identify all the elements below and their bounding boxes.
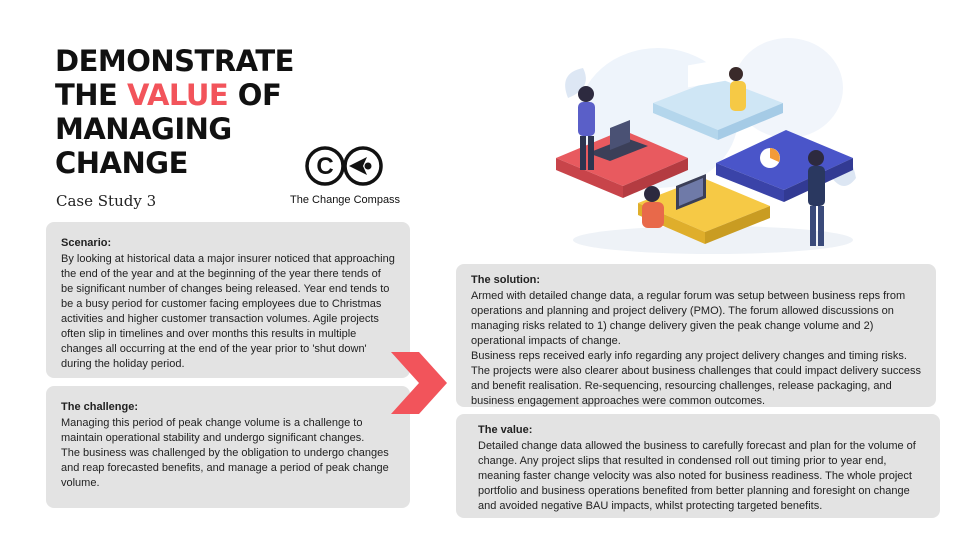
solution-body-2: Business reps received early info regard…: [471, 350, 922, 407]
title-line-1: DEMONSTRATE: [55, 44, 294, 78]
svg-text:C: C: [316, 153, 333, 180]
value-body: Detailed change data allowed the busines…: [478, 440, 916, 512]
change-compass-logo-icon: C: [305, 146, 383, 186]
scenario-card: Scenario: By looking at historical data …: [46, 222, 410, 378]
challenge-body-2: The business was challenged by the oblig…: [61, 447, 389, 489]
solution-body-1: Armed with detailed change data, a regul…: [471, 290, 906, 347]
title-accent-word: VALUE: [126, 78, 229, 112]
scenario-heading: Scenario:: [61, 237, 112, 249]
challenge-card: The challenge: Managing this period of p…: [46, 386, 410, 508]
value-heading: The value:: [478, 424, 533, 436]
title-line-4: CHANGE: [55, 146, 188, 180]
scenario-body: By looking at historical data a major in…: [61, 253, 395, 370]
title-line-3: MANAGING: [55, 112, 232, 146]
challenge-body-1: Managing this period of peak change volu…: [61, 417, 365, 444]
challenge-heading: The challenge:: [61, 401, 139, 413]
value-card: The value: Detailed change data allowed …: [456, 414, 940, 518]
title-line-2-post: OF: [228, 78, 282, 112]
title-line-2-pre: THE: [55, 78, 127, 112]
puzzle-teamwork-illustration: [556, 38, 856, 254]
chevron-right-arrow-icon: [391, 352, 447, 414]
page-title: DEMONSTRATE THE VALUE OF MANAGING CHANGE: [55, 44, 315, 180]
title-line-2: THE VALUE OF: [55, 78, 315, 112]
case-study-subtitle: Case Study 3: [56, 192, 157, 210]
solution-heading: The solution:: [471, 274, 541, 286]
solution-card: The solution: Armed with detailed change…: [456, 264, 936, 407]
logo-label: The Change Compass: [290, 194, 401, 206]
